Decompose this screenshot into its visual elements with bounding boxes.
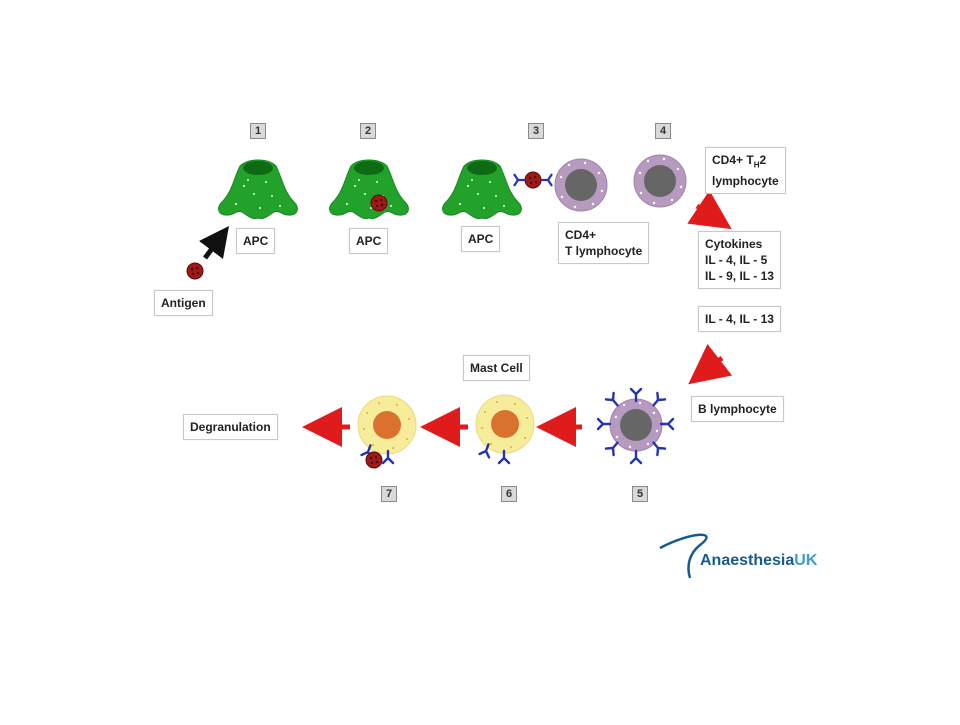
step-number-1: 1 bbox=[250, 123, 266, 139]
arrow-il-to-b-lymphocyte bbox=[688, 343, 733, 385]
antigen-internal-2 bbox=[370, 194, 388, 212]
label-il-4-13: IL - 4, IL - 13 bbox=[698, 306, 781, 332]
step-number-7: 7 bbox=[381, 486, 397, 502]
step-number-3: 3 bbox=[528, 123, 544, 139]
logo-text-anaesthesia: Anaesthesia bbox=[700, 552, 795, 569]
label-apc-3: APC bbox=[461, 226, 501, 252]
label-cd4-line2: T lymphocyte bbox=[565, 244, 643, 258]
t-lymphocyte-3 bbox=[554, 158, 608, 212]
step-number-5: 5 bbox=[632, 486, 648, 502]
label-th2-number: 2 bbox=[759, 153, 767, 167]
step-number-6: 6 bbox=[501, 486, 517, 502]
logo-text-uk: UK bbox=[794, 552, 818, 569]
label-th2-subscript: H bbox=[753, 160, 760, 170]
label-apc-2: APC bbox=[349, 228, 389, 254]
label-th2-text: CD4+ T bbox=[712, 153, 754, 167]
label-mast-cell: Mast Cell bbox=[463, 355, 530, 381]
label-cd4-line1: CD4+ bbox=[565, 228, 597, 242]
label-th2-lymphocyte: CD4+ TH2 lymphocyte bbox=[705, 147, 786, 195]
label-b-lymphocyte: B lymphocyte bbox=[691, 396, 784, 422]
apc-cell-2 bbox=[329, 159, 409, 220]
apc-cell-1 bbox=[218, 159, 298, 220]
label-cytokines-line3: IL - 9, IL - 13 bbox=[705, 269, 774, 283]
antigen-presented bbox=[524, 171, 542, 189]
label-th2-line2: lymphocyte bbox=[712, 174, 779, 189]
b-lymphocyte-cell bbox=[596, 387, 675, 465]
label-cd4-t-lymphocyte: CD4+ T lymphocyte bbox=[558, 222, 650, 264]
anaesthesia-uk-logo: AnaesthesiaUK bbox=[700, 552, 817, 570]
antigen-free bbox=[186, 262, 204, 280]
mast-cell-7 bbox=[357, 395, 417, 469]
arrow-antigen-to-apc bbox=[199, 226, 229, 260]
mast-cell-6 bbox=[475, 394, 535, 465]
receptor-icon bbox=[513, 173, 553, 187]
logo-swoosh-icon bbox=[659, 533, 708, 579]
label-cytokines-line2: IL - 4, IL - 5 bbox=[705, 253, 768, 267]
step-number-2: 2 bbox=[360, 123, 376, 139]
apc-cell-3 bbox=[442, 159, 522, 220]
label-cytokines: Cytokines IL - 4, IL - 5 IL - 9, IL - 13 bbox=[698, 231, 781, 289]
arrow-tcell-to-cytokines bbox=[687, 190, 732, 230]
label-cytokines-line1: Cytokines bbox=[705, 237, 763, 251]
t-lymphocyte-4 bbox=[633, 154, 687, 208]
label-th2-line1: CD4+ TH2 bbox=[712, 152, 779, 173]
label-degranulation: Degranulation bbox=[183, 414, 278, 440]
label-apc-1: APC bbox=[236, 228, 276, 254]
label-antigen: Antigen bbox=[154, 290, 213, 316]
step-number-4: 4 bbox=[655, 123, 671, 139]
